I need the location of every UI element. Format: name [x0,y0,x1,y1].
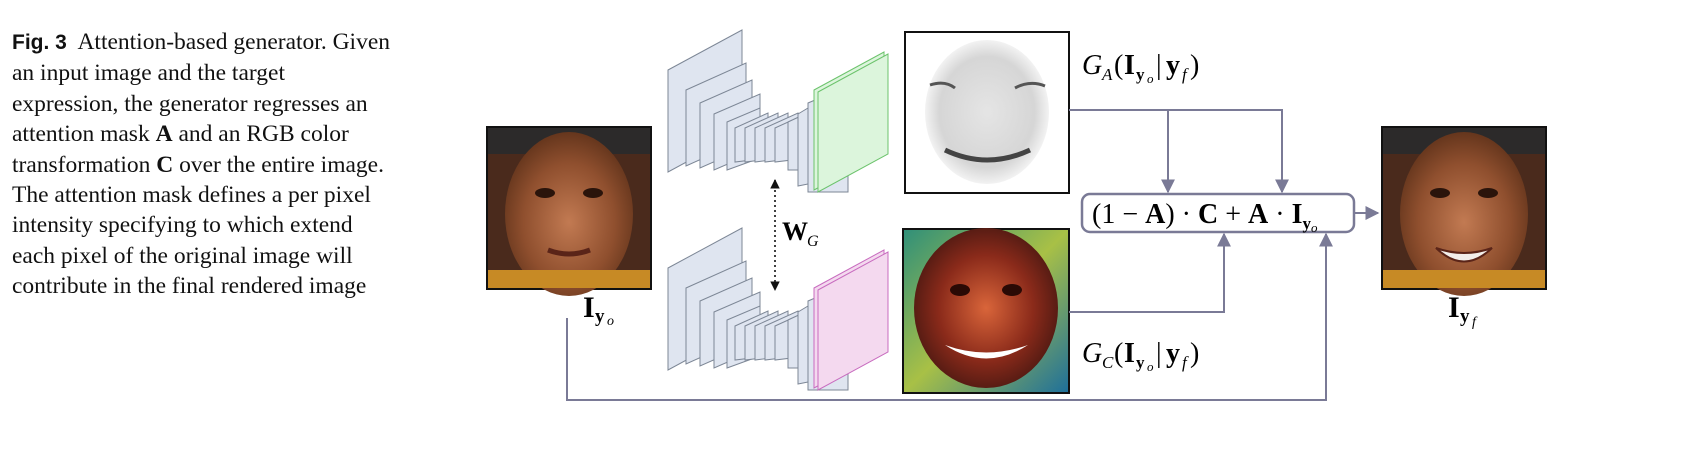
svg-text:(1 − A) · C + A · Iyo: (1 − A) · C + A · Iyo [1092,199,1318,235]
svg-text:): ) [1190,50,1199,81]
svg-text:I: I [1448,291,1460,324]
input-face-label: I y o [583,291,614,329]
color-transform-image [902,228,1070,394]
caption-text-1: Attention-based generator. Given an inpu… [12,29,391,148]
svg-text:G: G [1082,50,1102,81]
attention-generator-label: G A ( I y o | y f ) [1082,50,1199,86]
svg-text:o: o [607,314,614,329]
svg-text:I: I [1124,50,1135,81]
svg-text:y: y [1166,50,1180,81]
figure-caption: Fig. 3 Attention-based generator. Given … [12,27,392,302]
svg-text:|: | [1156,338,1162,369]
composition-formula: (1 − A) · C + A · Iyo [1080,192,1356,235]
svg-text:I: I [1124,338,1135,369]
attention-network [667,29,889,193]
caption-bold-c: C [156,151,174,178]
svg-text:): ) [1190,338,1199,369]
caption-bold-a: A [155,121,173,148]
caption-text-3: over the entire image. The attention mas… [12,151,384,300]
svg-text:G: G [807,233,819,250]
svg-text:A: A [1101,65,1113,84]
svg-text:y: y [1136,353,1145,372]
svg-text:f: f [1182,65,1189,84]
svg-text:o: o [1147,359,1154,374]
color-network [667,227,889,391]
caption-text-2: and an RGB color transformation [12,121,349,178]
svg-text:G: G [1082,338,1102,369]
output-face-image [1381,126,1547,296]
svg-text:y: y [595,306,605,327]
svg-text:y: y [1136,65,1145,84]
svg-text:|: | [1156,50,1162,81]
flow-arrows [566,109,1380,401]
input-face-image [486,126,652,296]
output-face-label: I y f [1448,291,1478,330]
svg-text:o: o [1147,71,1154,86]
svg-text:(: ( [1114,338,1123,369]
svg-text:y: y [1166,338,1180,369]
svg-text:W: W [782,217,808,246]
svg-text:I: I [583,291,595,324]
svg-text:f: f [1472,315,1478,330]
shared-weights-label: W G [782,217,819,250]
svg-text:f: f [1182,353,1189,372]
svg-text:y: y [1460,306,1470,327]
svg-text:C: C [1102,353,1114,372]
color-generator-label: G C ( I y o | y f ) [1082,338,1199,374]
svg-text:(: ( [1114,50,1123,81]
attention-mask-image [904,31,1070,194]
figure-label: Fig. 3 [12,31,67,54]
